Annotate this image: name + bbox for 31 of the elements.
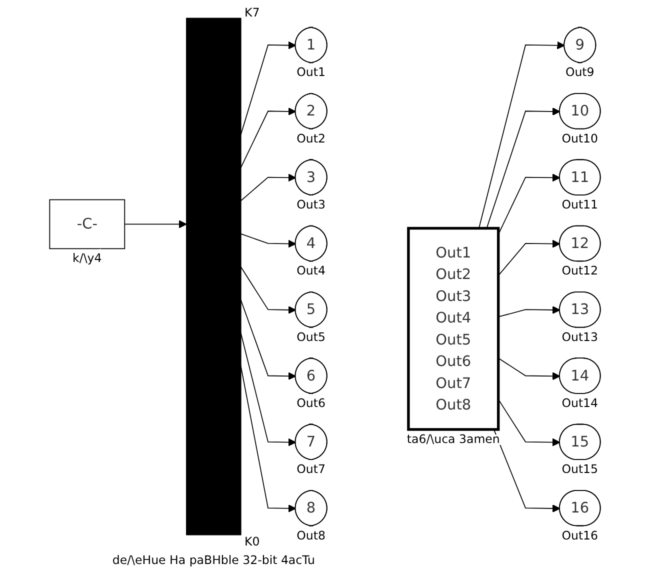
arrow xyxy=(498,240,560,276)
port-name: Out14 xyxy=(562,396,598,410)
arrow xyxy=(240,233,296,248)
port-label: K7 xyxy=(244,5,260,20)
arrow xyxy=(478,41,565,229)
node-box: Out1 Out2 Out3 Out4 Out5 Out6 Out7 Out8 xyxy=(407,226,500,431)
port-name: Out10 xyxy=(562,131,598,146)
port-name: Out6 xyxy=(296,396,326,410)
port-name: Out5 xyxy=(296,330,326,344)
arrow xyxy=(486,108,560,229)
arrow xyxy=(124,220,187,228)
arrow xyxy=(498,358,560,380)
port-name: Out13 xyxy=(562,330,598,344)
port-label: K0 xyxy=(244,534,260,549)
port-name: Out2 xyxy=(296,131,326,146)
node-box: -C- xyxy=(49,199,126,250)
port-name: Out15 xyxy=(562,462,598,476)
port-name: Out8 xyxy=(296,528,326,542)
node-bar xyxy=(186,18,242,536)
arrow xyxy=(493,429,560,512)
block-name: k/\y4 xyxy=(72,251,102,266)
port-name: Out3 xyxy=(296,198,326,212)
port-name: Out9 xyxy=(565,65,594,80)
port-name: Out16 xyxy=(562,528,598,542)
port-name: Out12 xyxy=(562,264,598,278)
arrow xyxy=(498,306,560,318)
port-name: Out11 xyxy=(562,198,598,212)
port-name: Out4 xyxy=(296,264,326,278)
block-name: de/\eHue Ha paBHble 32-bit 4acTu xyxy=(112,552,315,567)
port-name: Out1 xyxy=(296,65,326,80)
port-name: Out7 xyxy=(296,462,326,476)
